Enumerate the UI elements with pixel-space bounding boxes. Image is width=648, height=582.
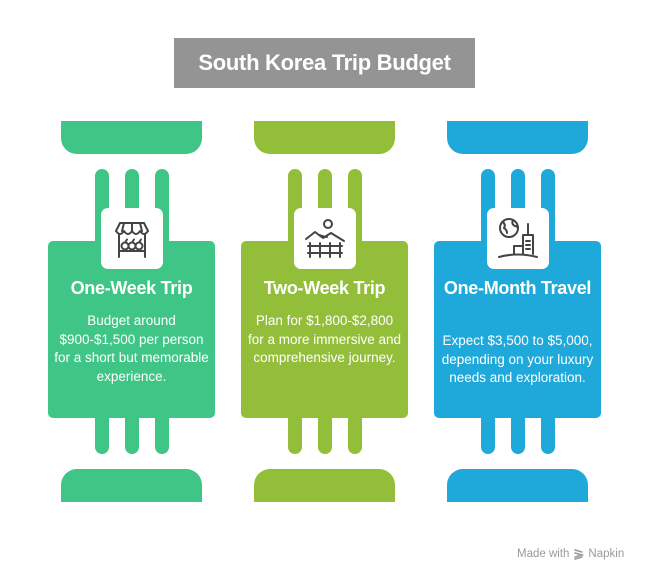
pillar-shaft bbox=[95, 410, 109, 454]
pillar-shaft bbox=[541, 410, 555, 454]
napkin-brand-label: Napkin bbox=[588, 548, 625, 560]
card-body bbox=[48, 241, 215, 418]
pillar-column-one-week: One-Week Trip Budget around $900-$1,500 … bbox=[48, 0, 215, 582]
card-body bbox=[434, 241, 601, 418]
pillar-column-two-week: Two-Week Trip Plan for $1,800-$2,800 for… bbox=[241, 0, 408, 582]
globe-city-icon bbox=[498, 217, 538, 258]
pillar-top-cap bbox=[254, 121, 395, 154]
card-description: Plan for $1,800-$2,800 for a more immers… bbox=[247, 313, 402, 365]
landscape-fence-icon bbox=[305, 218, 345, 258]
pillar-shaft bbox=[125, 410, 139, 454]
pillar-bottom-cap bbox=[447, 469, 588, 502]
card-title: One-Month Travel bbox=[443, 278, 592, 298]
card-title: One-Week Trip bbox=[70, 278, 193, 298]
napkin-logo-icon bbox=[574, 548, 585, 560]
market-stall-icon bbox=[115, 221, 149, 258]
icon-container bbox=[487, 208, 549, 269]
pillar-bottom-cap bbox=[254, 469, 395, 502]
icon-container bbox=[294, 208, 356, 269]
pillar-shaft bbox=[318, 410, 332, 454]
card-description: Expect $3,500 to $5,000, depending on yo… bbox=[441, 333, 594, 385]
icon-container bbox=[101, 208, 163, 269]
pillar-shaft bbox=[348, 410, 362, 454]
made-with-label: Made with bbox=[517, 548, 570, 560]
card-description: Budget around $900-$1,500 per person for… bbox=[54, 313, 209, 384]
pillar-shaft bbox=[155, 410, 169, 454]
made-with-napkin-footer: Made with Napkin bbox=[517, 546, 624, 562]
pillar-shaft bbox=[481, 410, 495, 454]
pillar-shaft bbox=[511, 410, 525, 454]
card-title: Two-Week Trip bbox=[263, 278, 386, 298]
diagram-title: South Korea Trip Budget bbox=[174, 38, 475, 88]
pillar-top-cap bbox=[447, 121, 588, 154]
pillar-column-one-month: One-Month Travel Expect $3,500 to $5,000… bbox=[434, 0, 601, 582]
card-body bbox=[241, 241, 408, 418]
pillar-shaft bbox=[288, 410, 302, 454]
pillar-bottom-cap bbox=[61, 469, 202, 502]
pillar-top-cap bbox=[61, 121, 202, 154]
